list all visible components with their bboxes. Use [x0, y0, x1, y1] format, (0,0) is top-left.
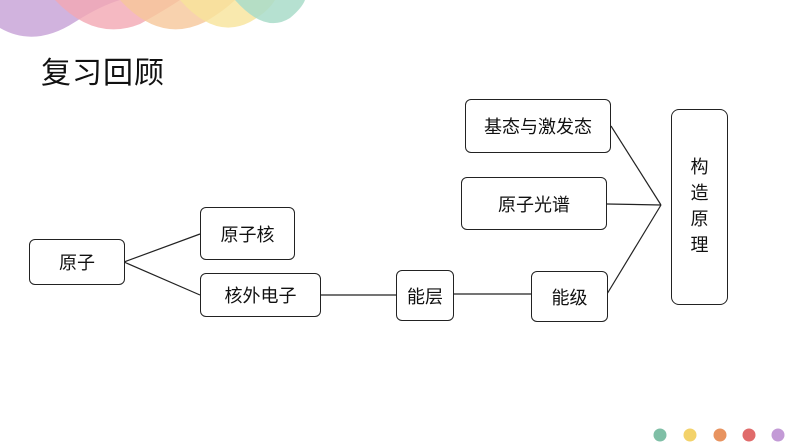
- node-aufbau: 构 造 原 理: [671, 109, 728, 305]
- node-aufbau-char-2: 造: [690, 183, 709, 204]
- connector-spectrum-aufbau: [606, 203, 662, 206]
- node-spectrum-label: 原子光谱: [498, 194, 570, 216]
- node-aufbau-char-1: 构: [690, 157, 709, 178]
- node-aufbau-char-4: 理: [690, 235, 709, 256]
- node-nucleus-label: 原子核: [220, 224, 275, 246]
- node-aufbau-char-3: 原: [690, 209, 709, 230]
- node-ground-excited-label: 基态与激发态: [484, 117, 592, 138]
- node-level: 能级: [531, 271, 608, 322]
- connector-ground-aufbau: [610, 125, 662, 206]
- node-level-label: 能级: [551, 287, 588, 309]
- node-atom: 原子: [29, 239, 125, 285]
- node-shell-label: 能层: [407, 286, 443, 308]
- node-nucleus: 原子核: [200, 207, 295, 260]
- node-ground-excited: 基态与激发态: [465, 99, 611, 153]
- node-shell: 能层: [396, 270, 454, 321]
- connector-level-aufbau: [606, 204, 662, 295]
- top-wave-decoration: [0, 0, 305, 37]
- node-electrons: 核外电子: [200, 273, 321, 317]
- connector-atom-nucleus: [123, 233, 201, 263]
- node-spectrum: 原子光谱: [461, 177, 607, 230]
- page-title: 复习回顾: [41, 56, 165, 91]
- connector-atom-electrons: [123, 261, 201, 296]
- node-atom-label: 原子: [59, 253, 95, 274]
- node-electrons-label: 核外电子: [224, 286, 297, 307]
